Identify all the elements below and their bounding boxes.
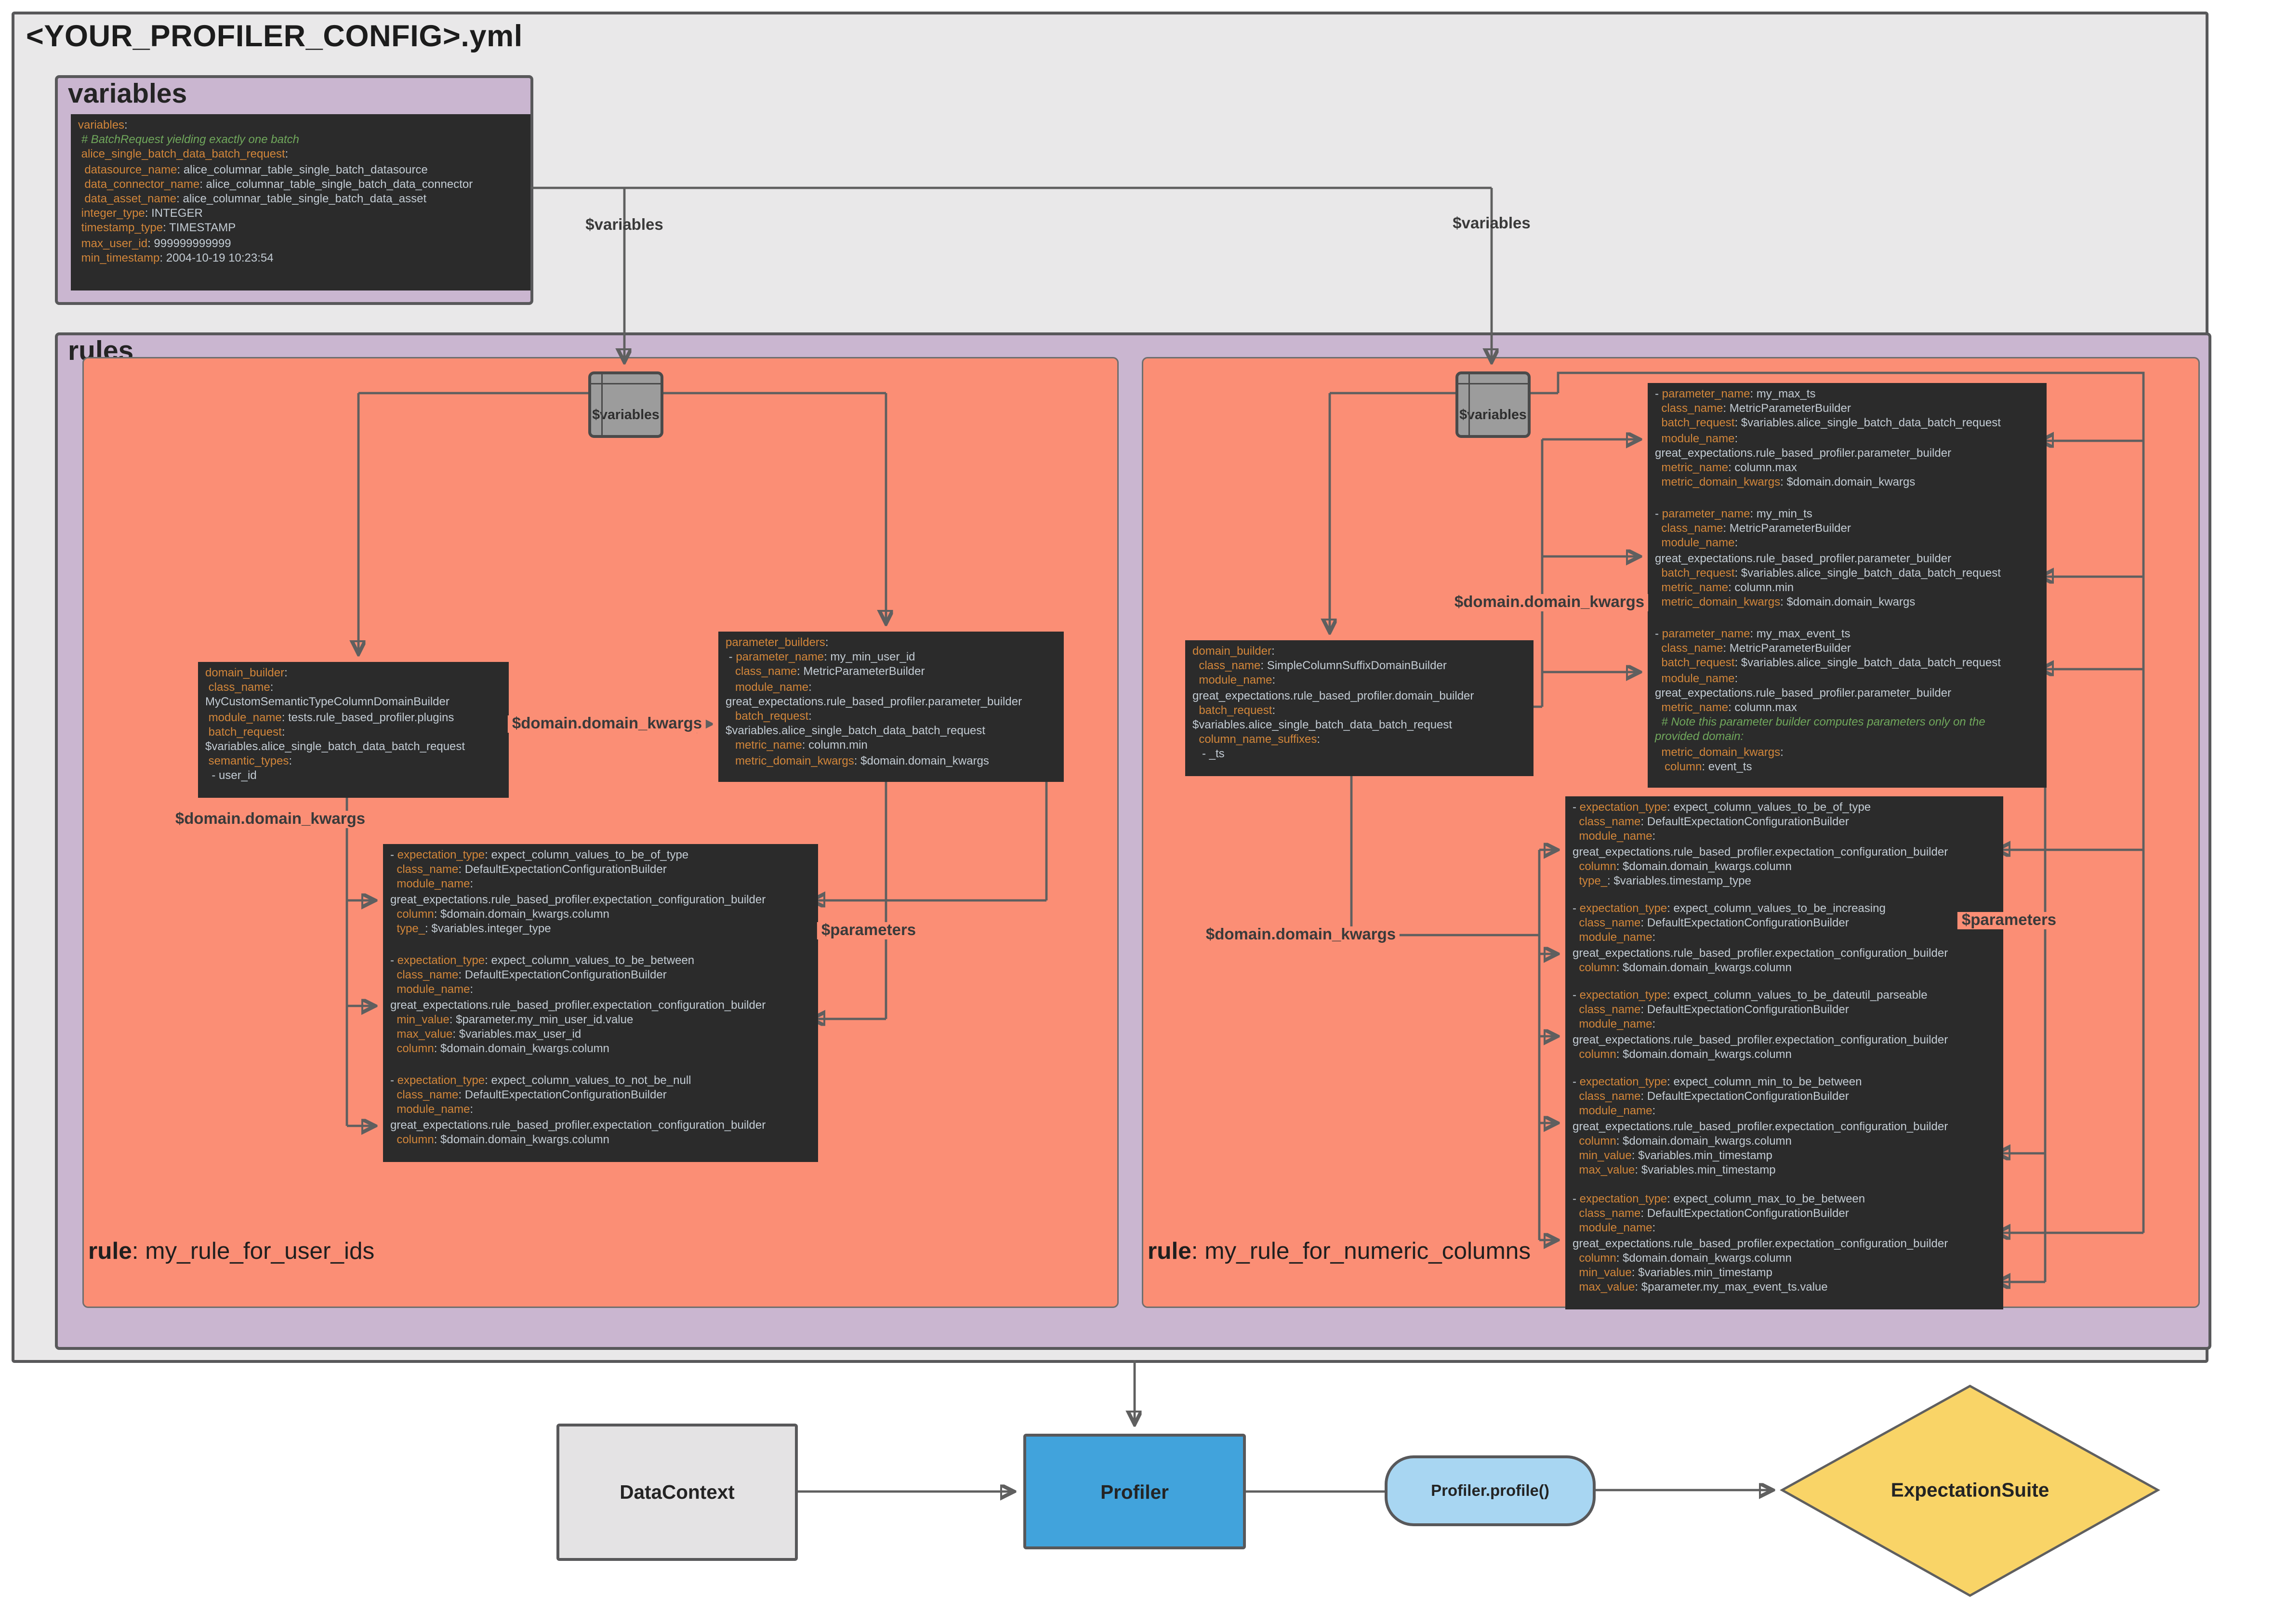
expectation-suite-label: ExpectationSuite xyxy=(1891,1479,2049,1501)
data-context-label: DataContext xyxy=(620,1481,735,1503)
profiler-profile-call-pill: Profiler.profile() xyxy=(1385,1455,1596,1526)
label-variables-right: $variables xyxy=(1453,215,1531,233)
code-block-expectation-left-3: - expectation_type: expect_column_values… xyxy=(383,1069,818,1162)
profiler-box: Profiler xyxy=(1023,1434,1246,1549)
code-block-domain-builder-right: domain_builder: class_name: SimpleColumn… xyxy=(1185,640,1534,776)
rule-title-user-ids: rule: my_rule_for_user_ids xyxy=(88,1239,375,1265)
profiler-label: Profiler xyxy=(1100,1480,1169,1503)
page-title: <YOUR_PROFILER_CONFIG>.yml xyxy=(26,20,523,53)
code-block-expectation-right-2: - expectation_type: expect_column_values… xyxy=(1565,898,2003,989)
expectation-suite-diamond xyxy=(1780,1385,2160,1597)
code-block-parameter-builders-left: parameter_builders: - parameter_name: my… xyxy=(718,632,1064,782)
rule-title-numeric-columns: rule: my_rule_for_numeric_columns xyxy=(1148,1239,1531,1265)
label-domain-kwargs-right-up: $domain.domain_kwargs xyxy=(1450,594,1649,611)
data-context-box: DataContext xyxy=(556,1424,798,1561)
label-parameters-right: $parameters xyxy=(1957,912,2061,929)
label-domain-kwargs-right-low: $domain.domain_kwargs xyxy=(1201,926,1401,944)
variables-section: variables variables: # BatchRequest yiel… xyxy=(55,75,533,305)
variables-node-left: $variables xyxy=(588,371,663,438)
code-block-expectation-right-1: - expectation_type: expect_column_values… xyxy=(1565,796,2003,902)
code-block-expectation-right-4: - expectation_type: expect_column_min_to… xyxy=(1565,1071,2003,1192)
code-block-domain-builder-left: domain_builder: class_name:MyCustomSeman… xyxy=(198,662,509,798)
code-block-parameter-right-1: - parameter_name: my_max_ts class_name: … xyxy=(1648,383,2047,504)
label-parameters-left: $parameters xyxy=(817,922,921,939)
variables-node-right: $variables xyxy=(1455,371,1531,438)
code-block-parameter-right-2: - parameter_name: my_min_ts class_name: … xyxy=(1648,503,2047,624)
variables-node-left-label: $variables xyxy=(592,408,660,423)
label-domain-kwargs-left-mid: $domain.domain_kwargs xyxy=(507,715,707,733)
variables-node-right-label: $variables xyxy=(1459,408,1527,423)
label-variables-left: $variables xyxy=(585,217,663,234)
profiler-profile-call-label: Profiler.profile() xyxy=(1431,1482,1549,1500)
variables-code-block: variables: # BatchRequest yielding exact… xyxy=(71,114,530,290)
code-block-expectation-right-3: - expectation_type: expect_column_values… xyxy=(1565,984,2003,1075)
code-block-expectation-left-2: - expectation_type: expect_column_values… xyxy=(383,950,818,1071)
label-domain-kwargs-left-low: $domain.domain_kwargs xyxy=(171,811,370,828)
code-block-expectation-left-1: - expectation_type: expect_column_values… xyxy=(383,844,818,951)
variables-header: variables xyxy=(68,79,187,110)
code-block-expectation-right-5: - expectation_type: expect_column_max_to… xyxy=(1565,1188,2003,1309)
code-block-parameter-right-3: - parameter_name: my_max_event_ts class_… xyxy=(1648,623,2047,788)
